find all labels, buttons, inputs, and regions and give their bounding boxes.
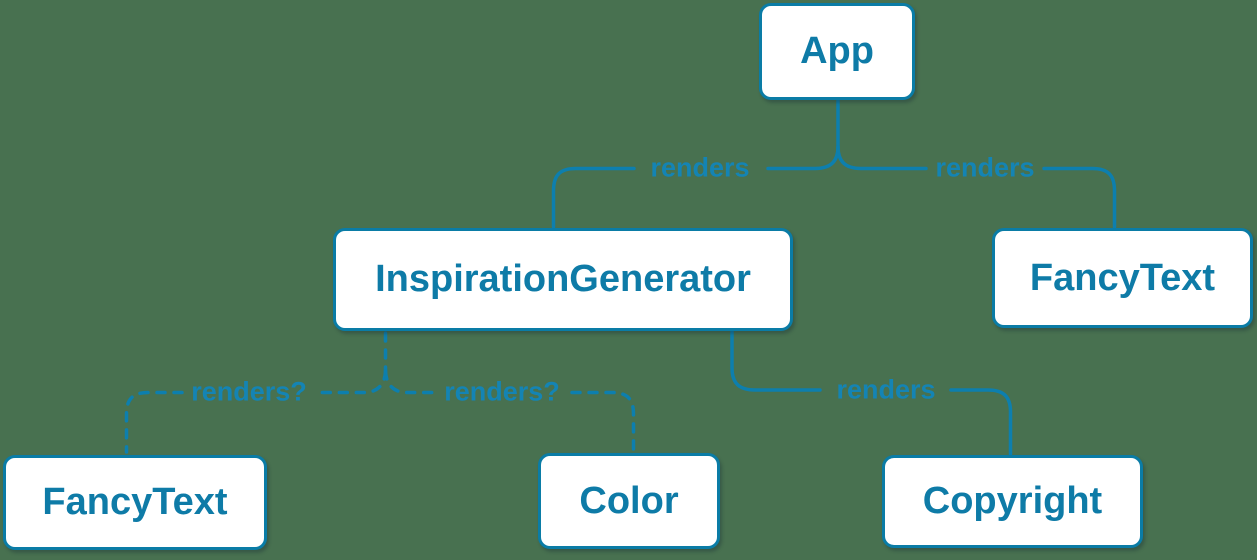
edge-app-flare-left — [766, 145, 840, 171]
edge-app-inspirationgenerator — [551, 166, 636, 229]
edge-label-renders-question-left: renders? — [191, 376, 307, 407]
edge-inspirationgenerator-copyright-a — [730, 329, 822, 392]
node-fancy-text-top: FancyText — [992, 228, 1253, 328]
node-copyright-label: Copyright — [922, 480, 1103, 522]
edge-inspirationgenerator-copyright-b — [949, 388, 1013, 456]
node-inspiration-generator: InspirationGenerator — [333, 228, 793, 331]
node-color-label: Color — [579, 479, 679, 522]
node-color: Color — [538, 453, 720, 549]
edge-label-renders-left: renders — [650, 152, 750, 183]
node-fancy-text-bottom: FancyText — [3, 455, 267, 550]
node-app-label: App — [800, 30, 874, 72]
node-fancy-text-bottom-label: FancyText — [42, 481, 228, 523]
edge-inspirationgenerator-color-a — [383, 369, 434, 395]
node-fancy-text-top-label: FancyText — [1029, 256, 1216, 299]
node-inspiration-generator-label: InspirationGenerator — [375, 258, 751, 300]
edge-inspirationgenerator-color-b — [570, 390, 636, 452]
node-app: App — [759, 3, 915, 100]
edge-label-renders-question-right: renders? — [444, 376, 560, 407]
edge-app-flare-right — [836, 145, 928, 171]
edge-label-renders-copyright: renders — [836, 374, 936, 405]
edge-inspirationgenerator-fancytext-b — [124, 390, 184, 454]
edge-label-renders-right: renders — [935, 152, 1035, 183]
node-copyright: Copyright — [882, 455, 1143, 548]
edge-app-fancytext — [1042, 166, 1117, 229]
edge-inspirationgenerator-fancytext-a — [314, 369, 388, 395]
